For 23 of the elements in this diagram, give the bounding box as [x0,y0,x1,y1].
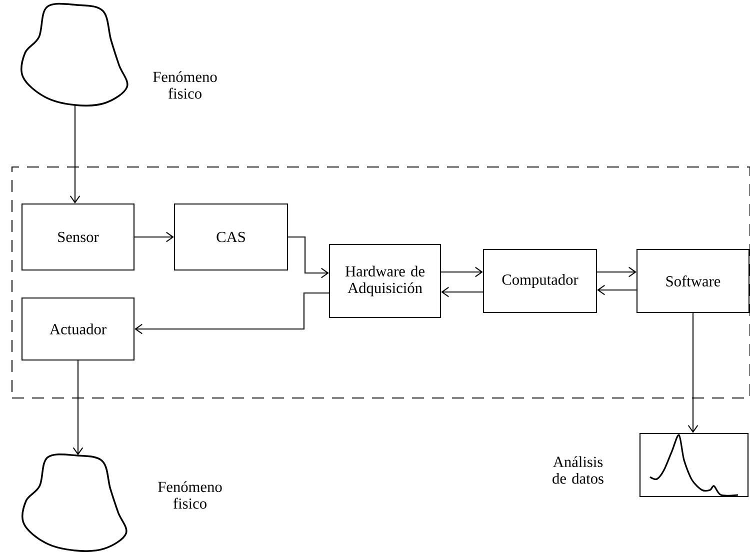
arrow [72,360,84,456]
cloud-shape [22,453,128,552]
caption-text: Análisis de datos [552,456,604,484]
arrow [441,266,483,278]
caption-text: Fenómeno fisico [153,71,217,99]
arrow [688,313,698,433]
arrow [288,236,329,278]
process-box: Computador [482,248,598,314]
arrow [597,266,636,278]
process-box: Actuador [21,297,135,361]
caption-text: Fenómeno fisico [158,481,222,509]
process-box: Software [636,248,750,314]
process-box: Hardware de Adquisición [328,244,442,318]
arrow [441,286,483,298]
process-box: Sensor [21,203,135,271]
dashed-boundary [11,166,750,399]
arrow [134,292,329,334]
arrow [70,105,80,204]
arrow [134,232,174,242]
process-box: CAS [174,203,288,271]
plot-picture [639,432,749,498]
arrow [597,284,636,296]
cloud-shape [20,2,128,106]
